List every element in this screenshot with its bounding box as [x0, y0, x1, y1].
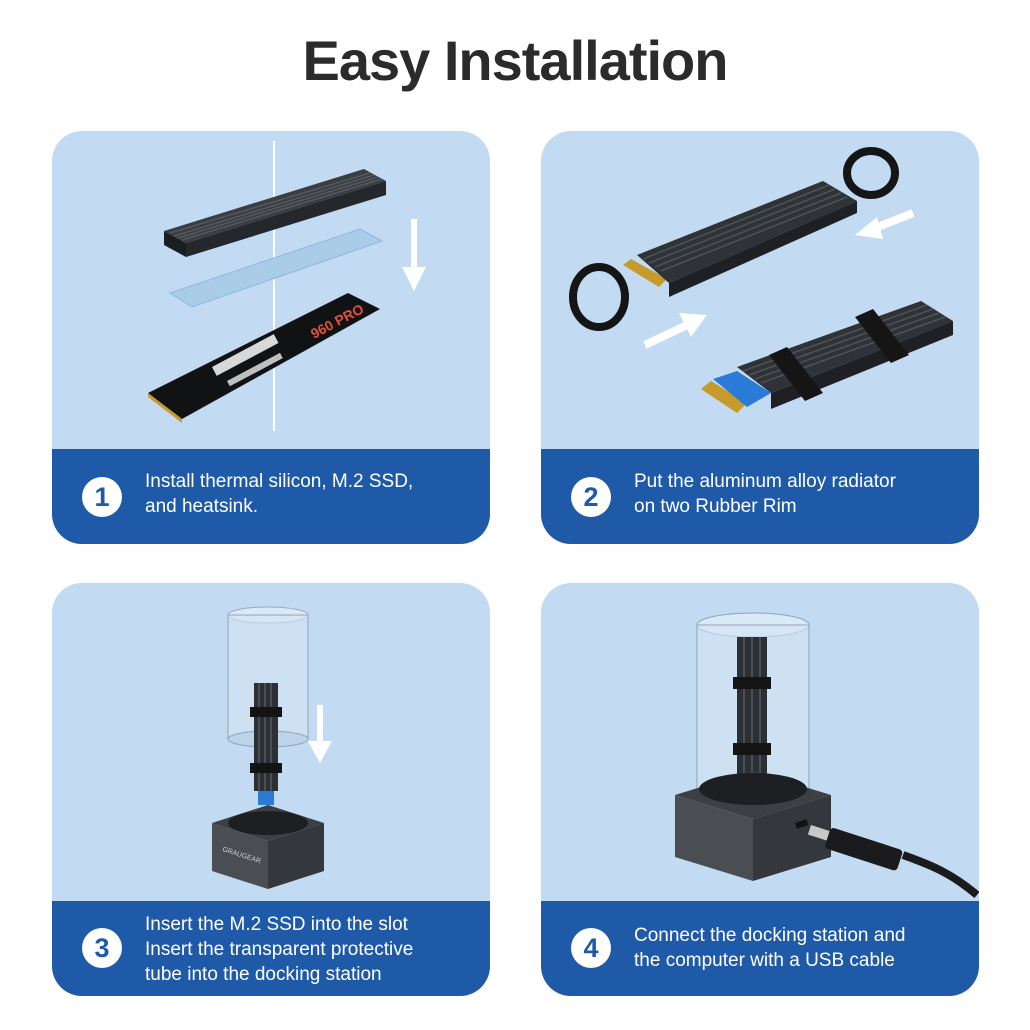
rubber-rim-left-image — [569, 263, 629, 331]
ssd-image: 960 PRO — [148, 293, 380, 423]
ssd-heatsink-vertical-image — [733, 637, 771, 797]
step-2-text: Put the aluminum alloy radiator on two R… — [634, 469, 961, 519]
down-arrow-icon — [308, 705, 332, 763]
step-1-line-2: and heatsink. — [145, 496, 259, 517]
step-3-illustration: GRAUGEAR — [212, 606, 332, 889]
step-3-line-3: tube into the docking station — [145, 964, 382, 985]
step-3-line-2: Insert the transparent protective — [145, 939, 414, 960]
thermal-pad-image — [168, 228, 384, 308]
step-2-illustration — [569, 147, 953, 413]
step-1-illustration: 960 PRO — [148, 141, 426, 431]
step-2-number: 2 — [571, 477, 611, 517]
heatsink-image — [164, 169, 386, 257]
step-3-number: 3 — [82, 928, 122, 968]
arrow-left-icon — [855, 209, 915, 239]
docking-station-image: GRAUGEAR — [212, 805, 324, 889]
step-2-line-2: on two Rubber Rim — [634, 496, 797, 517]
page-title: Easy Installation — [302, 29, 729, 92]
lower-heatsink-image — [701, 301, 953, 413]
upper-heatsink-image — [623, 181, 857, 297]
step-2-card: 2 Put the aluminum alloy radiator on two… — [541, 131, 979, 544]
ssd-heatsink-vertical-image — [250, 683, 282, 805]
step-4-text: Connect the docking station and the comp… — [634, 923, 961, 973]
step-2-line-1: Put the aluminum alloy radiator — [634, 471, 896, 492]
docking-station-image — [675, 771, 831, 881]
step-1-number: 1 — [82, 477, 122, 517]
step-1-line-1: Install thermal silicon, M.2 SSD, — [145, 471, 414, 492]
step-4-line-1: Connect the docking station and — [634, 925, 906, 946]
usb-cable-image — [807, 825, 979, 899]
step-1-banner: 1 Install thermal silicon, M.2 SSD, and … — [52, 449, 490, 544]
step-3-line-1: Insert the M.2 SSD into the slot — [145, 914, 408, 935]
step-4-illustration — [675, 612, 979, 899]
step-3-text: Insert the M.2 SSD into the slot Insert … — [145, 912, 472, 987]
step-3-card: GRAUGEAR 3 Insert the M.2 SSD into the s… — [52, 583, 490, 996]
arrow-right-icon — [643, 313, 707, 349]
step-4-number: 4 — [571, 928, 611, 968]
step-1-card: 960 PRO 1 Install thermal silicon, M.2 S… — [52, 131, 490, 544]
step-2-banner: 2 Put the aluminum alloy radiator on two… — [541, 449, 979, 544]
step-4-banner: 4 Connect the docking station and the co… — [541, 901, 979, 996]
step-4-card: 4 Connect the docking station and the co… — [541, 583, 979, 996]
step-4-line-2: the computer with a USB cable — [634, 950, 895, 971]
step-1-text: Install thermal silicon, M.2 SSD, and he… — [145, 469, 472, 519]
down-arrow-icon — [402, 219, 426, 291]
step-3-banner: 3 Insert the M.2 SSD into the slot Inser… — [52, 901, 490, 996]
rubber-rim-top-image — [843, 147, 899, 199]
